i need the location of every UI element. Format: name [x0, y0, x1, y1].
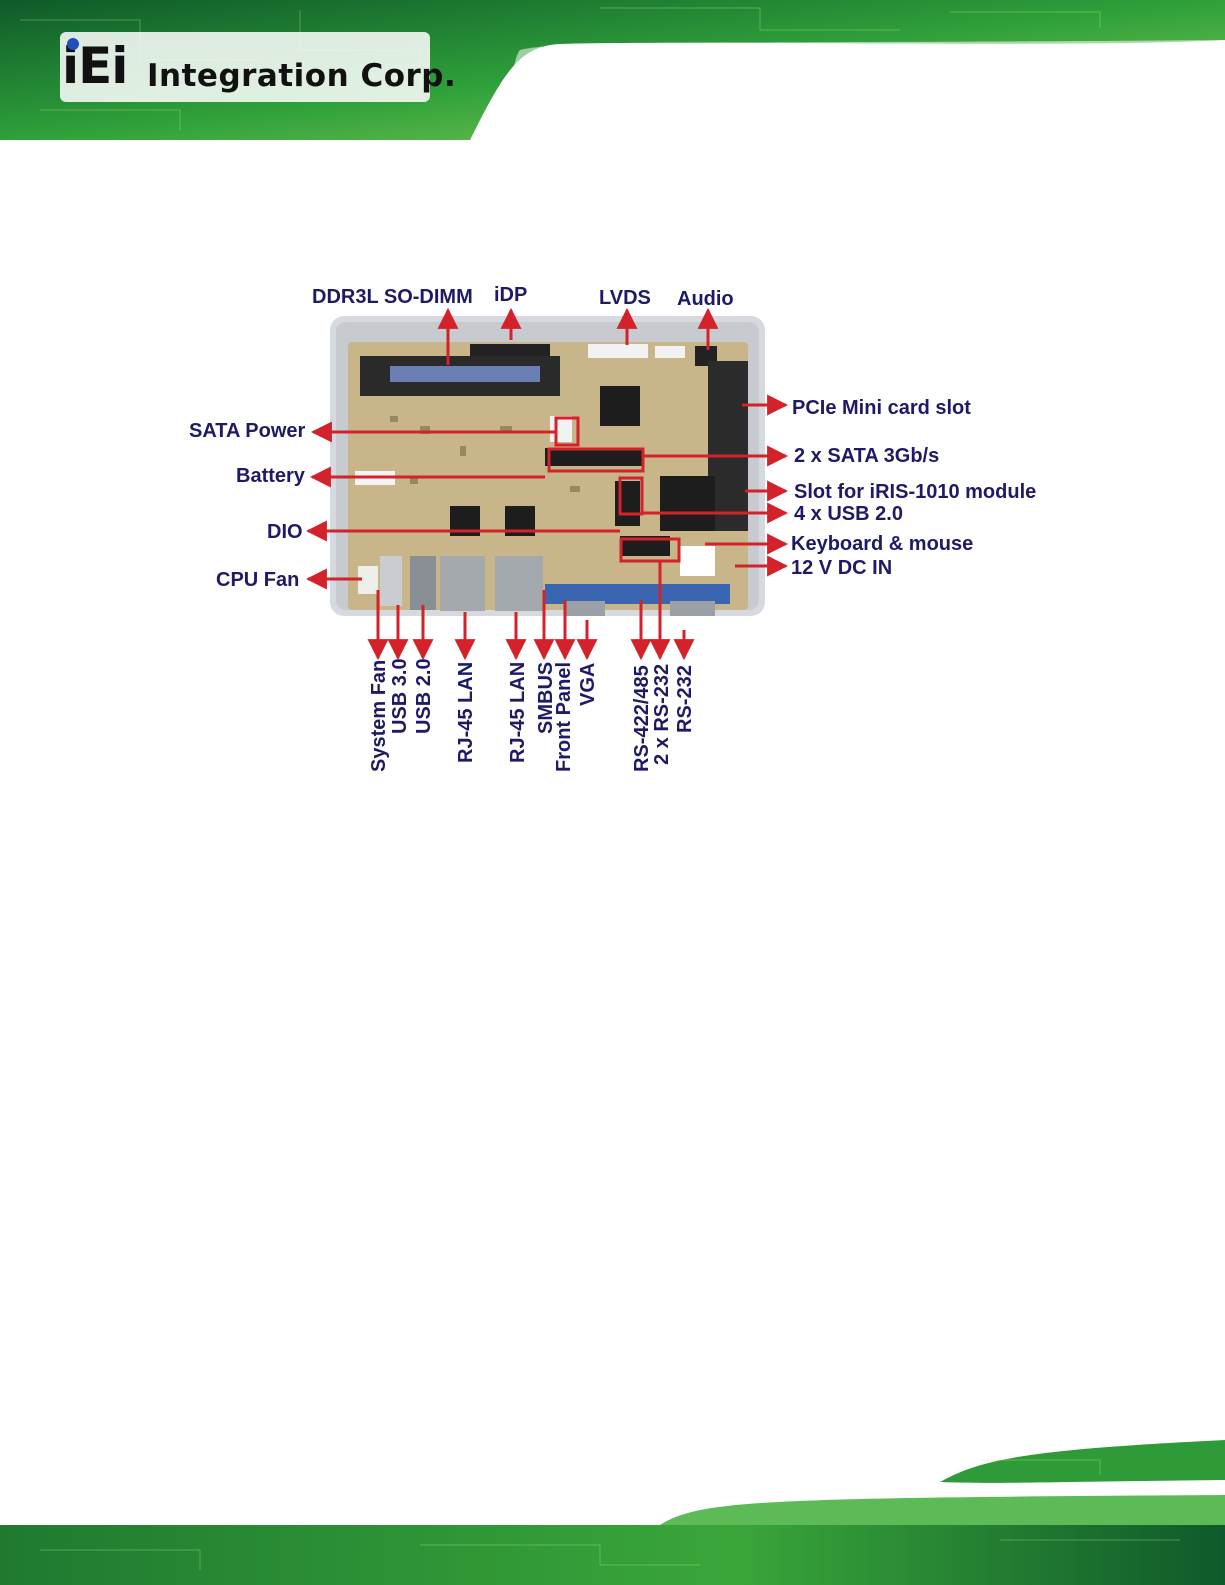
label-2x-rs232: 2 x RS-232 — [651, 664, 673, 765]
label-iris-slot: Slot for iRIS-1010 module — [794, 481, 1036, 503]
label-usb30: USB 3.0 — [389, 658, 411, 734]
label-keyboard-mouse: Keyboard & mouse — [791, 533, 973, 555]
label-dio: DIO — [267, 521, 303, 543]
label-cpu-fan: CPU Fan — [216, 569, 299, 591]
label-ddr3l-so-dimm: DDR3L SO-DIMM — [312, 286, 473, 308]
label-pcie-mini-card-slot: PCIe Mini card slot — [792, 397, 971, 419]
label-usb20: USB 2.0 — [413, 658, 435, 734]
footer-banner — [0, 1420, 1225, 1585]
label-vga: VGA — [577, 663, 599, 706]
label-rj45-lan-2: RJ-45 LAN — [507, 662, 529, 763]
label-idp: iDP — [494, 284, 527, 306]
label-battery: Battery — [236, 465, 305, 487]
label-sata-3gbs: 2 x SATA 3Gb/s — [794, 445, 939, 467]
label-rj45-lan-1: RJ-45 LAN — [455, 662, 477, 763]
label-4x-usb20: 4 x USB 2.0 — [794, 503, 903, 525]
label-rs422-485: RS-422/485 — [631, 665, 653, 772]
label-system-fan: System Fan — [368, 660, 390, 772]
label-audio: Audio — [677, 288, 734, 310]
label-rs232: RS-232 — [674, 665, 696, 733]
label-front-panel: Front Panel — [553, 662, 575, 772]
label-12v-dc-in: 12 V DC IN — [791, 557, 892, 579]
label-sata-power: SATA Power — [189, 420, 305, 442]
label-lvds: LVDS — [599, 287, 651, 309]
